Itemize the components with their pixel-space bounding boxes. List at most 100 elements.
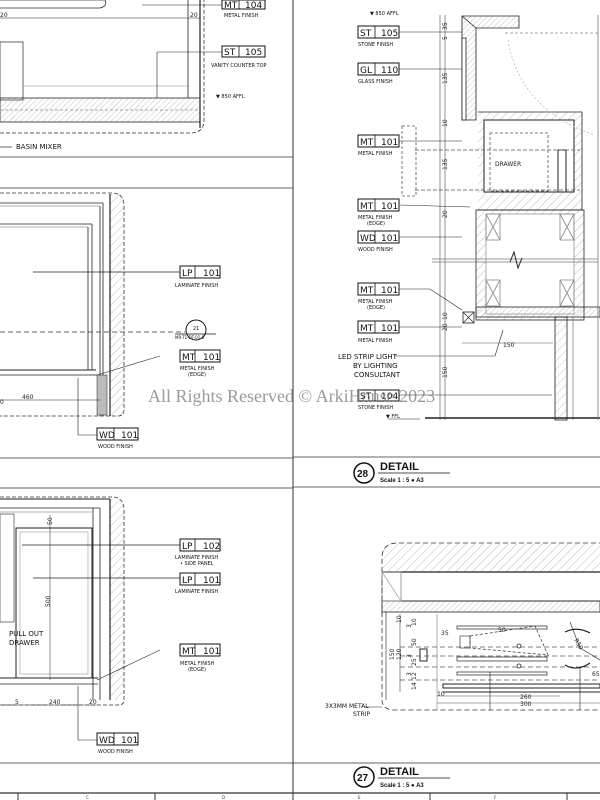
svg-text:C: C xyxy=(86,795,89,800)
svg-text:10: 10 xyxy=(396,615,403,623)
svg-text:METAL FINISH: METAL FINISH xyxy=(358,299,393,305)
dimension-label: 20 xyxy=(190,12,198,19)
finish-tag-wd101[interactable]: WD 101 WOOD FINISH xyxy=(96,732,139,755)
svg-text:3: 3 xyxy=(406,654,413,658)
dimension-label: 20 xyxy=(89,699,97,706)
svg-text:102: 102 xyxy=(203,542,220,552)
section-reference-21[interactable]: 21 MR-T1-DT-01-5 xyxy=(175,319,216,341)
svg-text:35: 35 xyxy=(442,22,449,30)
svg-text:101: 101 xyxy=(203,353,220,363)
dimension-label: 0 xyxy=(0,399,4,406)
svg-text:10: 10 xyxy=(411,618,418,626)
svg-text:101: 101 xyxy=(203,269,220,279)
svg-text:101: 101 xyxy=(381,202,398,212)
svg-text:WD: WD xyxy=(360,234,376,244)
svg-text:3: 3 xyxy=(406,672,413,676)
svg-text:STONE FINISH: STONE FINISH xyxy=(358,42,393,48)
svg-text:WOOD FINISH: WOOD FINISH xyxy=(98,444,133,450)
finish-tag-wd101[interactable]: WD 101 WOOD FINISH xyxy=(357,230,400,253)
detail-27-dimensions: 35 50 260 300 10 65 R50 10 3 10 50 3 25 … xyxy=(389,615,600,708)
svg-text:12: 12 xyxy=(411,672,418,680)
finish-tag-mt101-edge[interactable]: MT 101 METAL FINISH (EDGE) xyxy=(357,198,400,227)
finish-tag-mt101[interactable]: MT 101 METAL FINISH xyxy=(357,134,400,157)
svg-text:DETAIL: DETAIL xyxy=(380,766,419,778)
svg-text:WOOD FINISH: WOOD FINISH xyxy=(98,749,133,755)
svg-text:Scale 1 : 5 ● A3: Scale 1 : 5 ● A3 xyxy=(380,783,424,789)
svg-text:ST: ST xyxy=(224,48,236,58)
svg-text:Scale 1 : 5 ● A3: Scale 1 : 5 ● A3 xyxy=(380,478,424,484)
svg-text:27: 27 xyxy=(357,773,369,784)
svg-text:WD: WD xyxy=(99,431,115,441)
svg-text:LAMINATE FINISH: LAMINATE FINISH xyxy=(175,555,218,561)
svg-text:101: 101 xyxy=(203,576,220,586)
finish-tag-mt104[interactable]: MT 104 METAL FINISH xyxy=(221,0,266,19)
finish-tag-lp101[interactable]: LP 101 LAMINATE FINISH xyxy=(175,572,221,595)
finish-tag-lp101[interactable]: LP 101 LAMINATE FINISH xyxy=(175,265,221,289)
svg-text:50: 50 xyxy=(411,638,418,646)
svg-text:MT: MT xyxy=(182,353,196,363)
svg-text:(EDGE): (EDGE) xyxy=(367,305,385,311)
svg-text:50: 50 xyxy=(498,627,506,634)
svg-text:MT: MT xyxy=(360,138,374,148)
svg-text:101: 101 xyxy=(381,286,398,296)
svg-text:101: 101 xyxy=(121,431,138,441)
svg-text:MT: MT xyxy=(360,324,374,334)
level-marker-850-affl: ▼ 850 AFFL xyxy=(216,94,245,100)
svg-text:10: 10 xyxy=(437,691,445,698)
finish-tag-mt101-edge[interactable]: MT 101 METAL FINISH (EDGE) xyxy=(179,349,221,378)
dimension-label: 50 xyxy=(47,517,54,525)
svg-text:METAL FINISH: METAL FINISH xyxy=(224,13,259,19)
svg-text:65: 65 xyxy=(592,671,600,678)
svg-text:(EDGE): (EDGE) xyxy=(188,372,206,378)
svg-text:25: 25 xyxy=(411,658,418,666)
finish-tag-mt101-edge[interactable]: MT 101 METAL FINISH (EDGE) xyxy=(179,643,221,673)
finish-tag-wd101[interactable]: WD 101 WOOD FINISH xyxy=(96,427,139,450)
svg-text:WOOD FINISH: WOOD FINISH xyxy=(358,247,393,253)
svg-text:150: 150 xyxy=(389,648,396,660)
svg-text:• SIDE PANEL: • SIDE PANEL xyxy=(180,561,214,567)
finish-tag-lp102[interactable]: LP 102 LAMINATE FINISH • SIDE PANEL xyxy=(175,538,221,567)
svg-text:35: 35 xyxy=(441,630,449,637)
svg-text:LAMINATE FINISH: LAMINATE FINISH xyxy=(175,589,218,595)
finish-tag-mt101[interactable]: MT 101 METAL FINISH xyxy=(357,320,400,344)
svg-text:21: 21 xyxy=(193,326,199,332)
finish-tag-mt101-edge[interactable]: MT 101 METAL FINISH (EDGE) xyxy=(357,282,400,311)
svg-text:METAL FINISH: METAL FINISH xyxy=(180,661,215,667)
svg-text:20: 20 xyxy=(442,323,449,331)
dimension-label: 240 xyxy=(49,699,61,706)
svg-text:104: 104 xyxy=(381,392,398,402)
svg-text:3X3MM METAL: 3X3MM METAL xyxy=(325,703,369,710)
pull-out-drawer-note: DRAWER xyxy=(9,639,40,647)
svg-text:101: 101 xyxy=(381,324,398,334)
svg-text:110: 110 xyxy=(381,66,398,76)
finish-tag-st105[interactable]: ST 105 STONE FINISH xyxy=(357,25,400,48)
level-marker-850-affl: ▼ 850 AFFL xyxy=(370,11,399,17)
svg-text:LP: LP xyxy=(182,542,193,552)
svg-text:MT: MT xyxy=(360,286,374,296)
grid-labels: C D E F xyxy=(86,795,497,800)
svg-text:150: 150 xyxy=(442,366,449,378)
svg-text:5: 5 xyxy=(442,36,449,40)
finish-tag-st105[interactable]: ST 105 VANITY COUNTER TOP xyxy=(211,45,267,69)
dimension-label: 460 xyxy=(22,394,34,401)
finish-tag-st104[interactable]: ST 104 STONE FINISH xyxy=(357,389,400,411)
svg-text:METAL FINISH: METAL FINISH xyxy=(358,151,393,157)
basin-mixer-note: BASIN MIXER xyxy=(16,143,62,151)
cabinet-elevation-drawing xyxy=(0,192,185,436)
svg-text:10: 10 xyxy=(442,119,449,127)
svg-text:DETAIL: DETAIL xyxy=(380,461,419,473)
svg-text:BY LIGHTING: BY LIGHTING xyxy=(353,362,398,370)
svg-text:MR-T1-DT-01-5: MR-T1-DT-01-5 xyxy=(175,335,205,340)
svg-text:120: 120 xyxy=(396,648,403,660)
svg-text:(EDGE): (EDGE) xyxy=(188,667,206,673)
svg-text:GLASS FINISH: GLASS FINISH xyxy=(358,79,393,85)
svg-text:METAL FINISH: METAL FINISH xyxy=(180,366,215,372)
svg-text:METAL FINISH: METAL FINISH xyxy=(358,338,393,344)
detail-27-title: 27 DETAIL Scale 1 : 5 ● A3 xyxy=(353,766,450,789)
svg-text:(EDGE): (EDGE) xyxy=(367,221,385,227)
svg-text:101: 101 xyxy=(381,138,398,148)
finish-tag-gl110[interactable]: GL 110 GLASS FINISH xyxy=(357,62,400,85)
detail-27-plan-drawing xyxy=(365,542,600,711)
level-marker-ffl: ▼ FFL xyxy=(386,414,400,420)
svg-text:STONE FINISH: STONE FINISH xyxy=(358,405,393,411)
